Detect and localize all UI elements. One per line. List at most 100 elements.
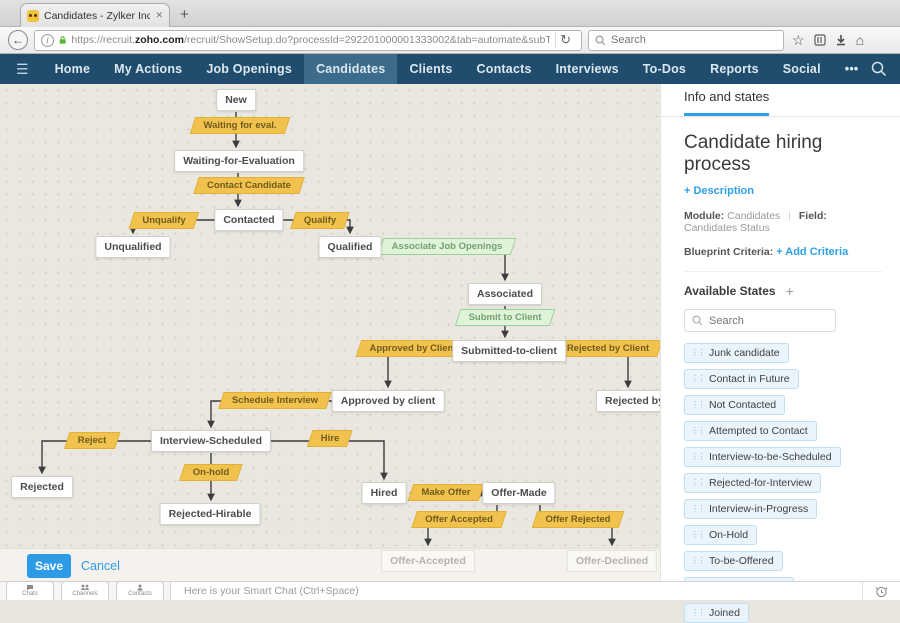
available-state-rejected-for-interview[interactable]: ⋮⋮Rejected-for-Interview [684, 473, 821, 493]
transition-node-qualify[interactable]: Qualify [290, 212, 350, 229]
module-field-row: Module: Candidates | Field: Candidates S… [684, 210, 827, 234]
nav-item-social[interactable]: Social [782, 62, 821, 76]
chat-tab-contacts[interactable]: Contacts [116, 581, 164, 600]
available-state-junk-candidate[interactable]: ⋮⋮Junk candidate [684, 343, 789, 363]
new-tab-button[interactable]: + [180, 6, 189, 23]
reload-icon[interactable]: ↻ [555, 32, 575, 48]
transition-node-reject[interactable]: Reject [63, 432, 121, 449]
browser-search-input[interactable] [611, 34, 761, 46]
nav-item-contacts[interactable]: Contacts [476, 62, 532, 76]
cancel-button[interactable]: Cancel [81, 559, 120, 573]
person-icon [137, 584, 143, 591]
state-node-associated[interactable]: Associated [467, 283, 543, 305]
nav-item-candidates[interactable]: Candidates [304, 54, 398, 84]
state-node-unqualified[interactable]: Unqualified [95, 236, 171, 258]
nav-item-to-dos[interactable]: To-Dos [642, 62, 687, 76]
nav-item-my-actions[interactable]: My Actions [114, 62, 183, 76]
nav-item-more[interactable]: ••• [844, 62, 859, 76]
transition-node-associate-job-openings[interactable]: Associate Job Openings [377, 238, 517, 255]
states-search-input[interactable] [709, 314, 824, 327]
transition-node-hire[interactable]: Hire [306, 430, 354, 447]
process-title: Candidate hiring process [684, 132, 823, 175]
state-node-qualified[interactable]: Qualified [318, 236, 382, 258]
search-icon [692, 315, 703, 326]
state-node-rejected[interactable]: Rejected [11, 476, 73, 498]
chat-bubble-icon [27, 585, 33, 591]
download-icon[interactable] [835, 34, 847, 46]
available-state-joined[interactable]: ⋮⋮Joined [684, 603, 749, 623]
transition-node-schedule-interview[interactable]: Schedule Interview [218, 392, 332, 409]
zoho-recruit-favicon [27, 9, 39, 22]
hamburger-menu-icon[interactable]: ☰ [16, 60, 29, 77]
library-icon[interactable] [813, 34, 826, 46]
state-node-rejected-hirable[interactable]: Rejected-Hirable [159, 503, 261, 525]
nav-item-interviews[interactable]: Interviews [555, 62, 619, 76]
states-search-box[interactable] [684, 309, 836, 332]
panel-tab-row: Info and states [661, 84, 900, 117]
transition-node-unqualify[interactable]: Unqualify [128, 212, 200, 229]
state-node-offer-accepted-faded[interactable]: Offer-Accepted [381, 550, 475, 572]
state-node-offer-declined-faded[interactable]: Offer-Declined [566, 550, 658, 572]
transition-node-make-offer[interactable]: Make Offer [407, 484, 485, 501]
close-tab-icon[interactable]: ✕ [155, 10, 163, 20]
add-description-link[interactable]: + Description [684, 185, 754, 197]
state-node-rejected-by-client[interactable]: Rejected by client [596, 390, 660, 412]
browser-tab-title: Candidates - Zylker Inc. Rec [44, 9, 151, 22]
clock-icon [875, 586, 888, 597]
drag-handle-icon: ⋮⋮ [691, 374, 706, 383]
available-state-to-be-offered[interactable]: ⋮⋮To-be-Offered [684, 551, 783, 571]
reminder-clock-button[interactable] [862, 582, 900, 600]
nav-item-job-openings[interactable]: Job Openings [206, 62, 293, 76]
field-value: Candidates Status [684, 222, 770, 234]
transition-node-waiting-for-eval[interactable]: Waiting for eval. [189, 117, 291, 134]
nav-item-home[interactable]: Home [54, 62, 91, 76]
state-node-submitted-to-client[interactable]: Submitted-to-client [452, 340, 566, 362]
transition-node-offer-accepted[interactable]: Offer Accepted [411, 511, 507, 528]
add-state-icon[interactable]: + [785, 283, 794, 299]
site-info-icon[interactable]: i [41, 33, 54, 47]
app-nav-bar: ☰ Home My Actions Job Openings Candidate… [0, 54, 900, 84]
available-state-on-hold[interactable]: ⋮⋮On-Hold [684, 525, 758, 545]
transition-node-offer-rejected[interactable]: Offer Rejected [531, 511, 625, 528]
transition-node-on-hold[interactable]: On-hold [179, 464, 243, 481]
state-node-new[interactable]: New [216, 89, 256, 111]
state-node-hired[interactable]: Hired [361, 482, 407, 504]
state-node-approved-by-client[interactable]: Approved by client [331, 390, 445, 412]
smart-chat-bar: Chats Channels Contacts Here is your Sma… [0, 581, 900, 600]
drag-handle-icon: ⋮⋮ [691, 478, 706, 487]
available-state-interview-to-be-scheduled[interactable]: ⋮⋮Interview-to-be-Scheduled [684, 447, 841, 467]
browser-search-field[interactable] [588, 29, 784, 51]
state-node-waiting-for-evaluation[interactable]: Waiting-for-Evaluation [174, 150, 304, 172]
available-state-interview-in-progress[interactable]: ⋮⋮Interview-in-Progress [684, 499, 818, 519]
state-node-contacted[interactable]: Contacted [214, 209, 284, 231]
blueprint-criteria-row: Blueprint Criteria: + Add Criteria [684, 246, 882, 258]
back-icon[interactable]: ← [8, 30, 28, 50]
transition-node-submit-to-client[interactable]: Submit to Client [454, 309, 556, 326]
browser-tab[interactable]: Candidates - Zylker Inc. Rec ✕ [20, 3, 170, 27]
available-state-contact-in-future[interactable]: ⋮⋮Contact in Future [684, 369, 799, 389]
drag-handle-icon: ⋮⋮ [691, 400, 706, 409]
state-node-interview-scheduled[interactable]: Interview-Scheduled [150, 430, 272, 452]
panel-divider [684, 271, 882, 272]
drag-handle-icon: ⋮⋮ [691, 530, 706, 539]
tab-info-and-states[interactable]: Info and states [684, 89, 770, 116]
transition-node-contact-candidate[interactable]: Contact Candidate [193, 177, 305, 194]
state-node-offer-made[interactable]: Offer-Made [482, 482, 556, 504]
smart-chat-input[interactable]: Here is your Smart Chat (Ctrl+Space) [170, 582, 862, 600]
chat-tab-chats[interactable]: Chats [6, 581, 54, 600]
available-state-not-contacted[interactable]: ⋮⋮Not Contacted [684, 395, 786, 415]
blueprint-canvas[interactable]: New Waiting-for-Evaluation Contacted Unq… [0, 84, 660, 600]
bookmark-star-icon[interactable]: ☆ [792, 31, 805, 48]
home-icon[interactable]: ⌂ [855, 32, 865, 48]
chat-tab-channels[interactable]: Channels [61, 581, 109, 600]
available-state-attempted-to-contact[interactable]: ⋮⋮Attempted to Contact [684, 421, 817, 441]
drag-handle-icon: ⋮⋮ [691, 348, 706, 357]
nav-item-reports[interactable]: Reports [710, 62, 759, 76]
nav-item-clients[interactable]: Clients [409, 62, 453, 76]
add-criteria-link[interactable]: + Add Criteria [776, 246, 849, 258]
url-field[interactable]: i https://recruit.zoho.com/recruit/ShowS… [34, 29, 582, 51]
transition-node-rejected-by-client[interactable]: Rejected by Client [553, 340, 660, 357]
save-button[interactable]: Save [27, 554, 71, 578]
global-search-icon[interactable] [871, 61, 887, 77]
drag-handle-icon: ⋮⋮ [691, 452, 706, 461]
